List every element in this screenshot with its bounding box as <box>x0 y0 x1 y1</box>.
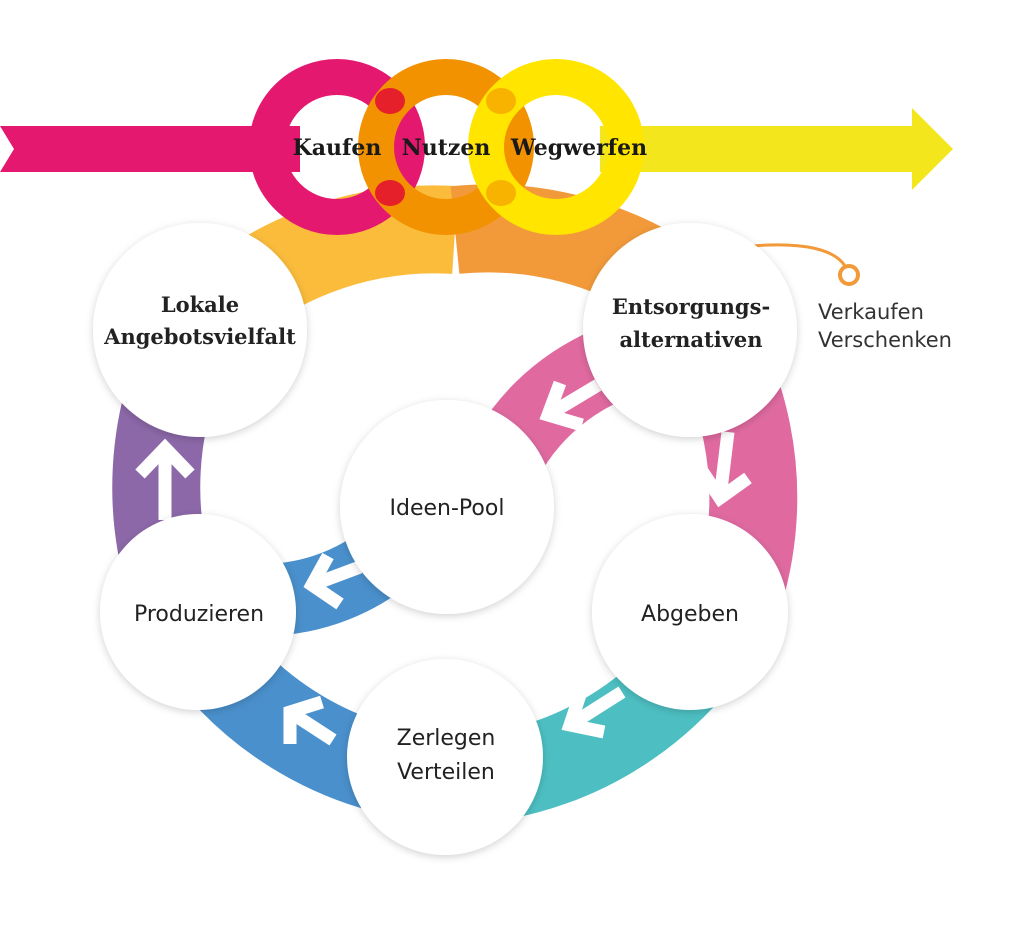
node-disposal-label-line2: alternativen <box>619 327 762 352</box>
node-local-label-line2: Angebotsvielfalt <box>103 324 296 349</box>
step-kaufen-label: Kaufen <box>293 135 382 161</box>
node-disposal-label-line1: Entsorgungs- <box>612 294 770 319</box>
ring-kaufen <box>249 59 425 235</box>
ring-overlaps <box>375 88 516 206</box>
node-split-label-line2: Verteilen <box>397 760 495 785</box>
arrow-left-blue-icon <box>303 552 363 610</box>
ring-nutzen <box>358 59 534 235</box>
flow-arrows <box>135 379 752 746</box>
linear-economy-arrow <box>0 108 953 190</box>
overlap-bottom-right <box>486 180 516 206</box>
node-give-label: Abgeben <box>641 602 739 627</box>
arrow-down-icon <box>694 431 752 508</box>
chain-rings <box>249 59 644 235</box>
overlap-top-left <box>375 88 405 114</box>
node-split-label-line1: Zerlegen <box>397 726 496 751</box>
node-pool-label: Ideen-Pool <box>390 496 505 521</box>
ring-wegwerfen <box>468 59 644 235</box>
overlap-bottom-left <box>375 180 405 206</box>
node-labels: Lokale Angebotsvielfalt Entsorgungs- alt… <box>103 292 770 785</box>
node-give-circle <box>592 514 788 710</box>
arrow-left-teal-icon <box>561 686 626 739</box>
option-gift-label: Verschenken <box>818 328 952 352</box>
side-options: Verkaufen Verschenken <box>818 300 952 352</box>
chain-labels: Kaufen Nutzen Wegwerfen <box>293 135 648 161</box>
node-produce-label: Produzieren <box>134 602 264 627</box>
cycle-nodes <box>93 223 797 855</box>
arrow-right-segment <box>600 108 953 190</box>
node-local-label-line1: Lokale <box>161 292 239 317</box>
option-sell-label: Verkaufen <box>818 300 924 324</box>
overlap-top-right <box>486 88 516 114</box>
step-wegwerfen-label: Wegwerfen <box>510 135 647 161</box>
arrow-up-left-icon <box>283 695 337 746</box>
arrow-up-icon <box>135 438 195 520</box>
connector-line <box>751 243 849 271</box>
node-local-circle <box>93 223 307 437</box>
arrow-down-left-icon <box>539 379 602 432</box>
node-produce-circle <box>100 514 296 710</box>
node-split-circle <box>347 659 543 855</box>
connector-dot <box>838 264 860 286</box>
side-connector <box>751 243 860 286</box>
arrow-left-segment <box>0 126 300 172</box>
step-nutzen-label: Nutzen <box>402 135 491 161</box>
node-pool-circle <box>340 400 554 614</box>
node-disposal-circle <box>583 223 797 437</box>
